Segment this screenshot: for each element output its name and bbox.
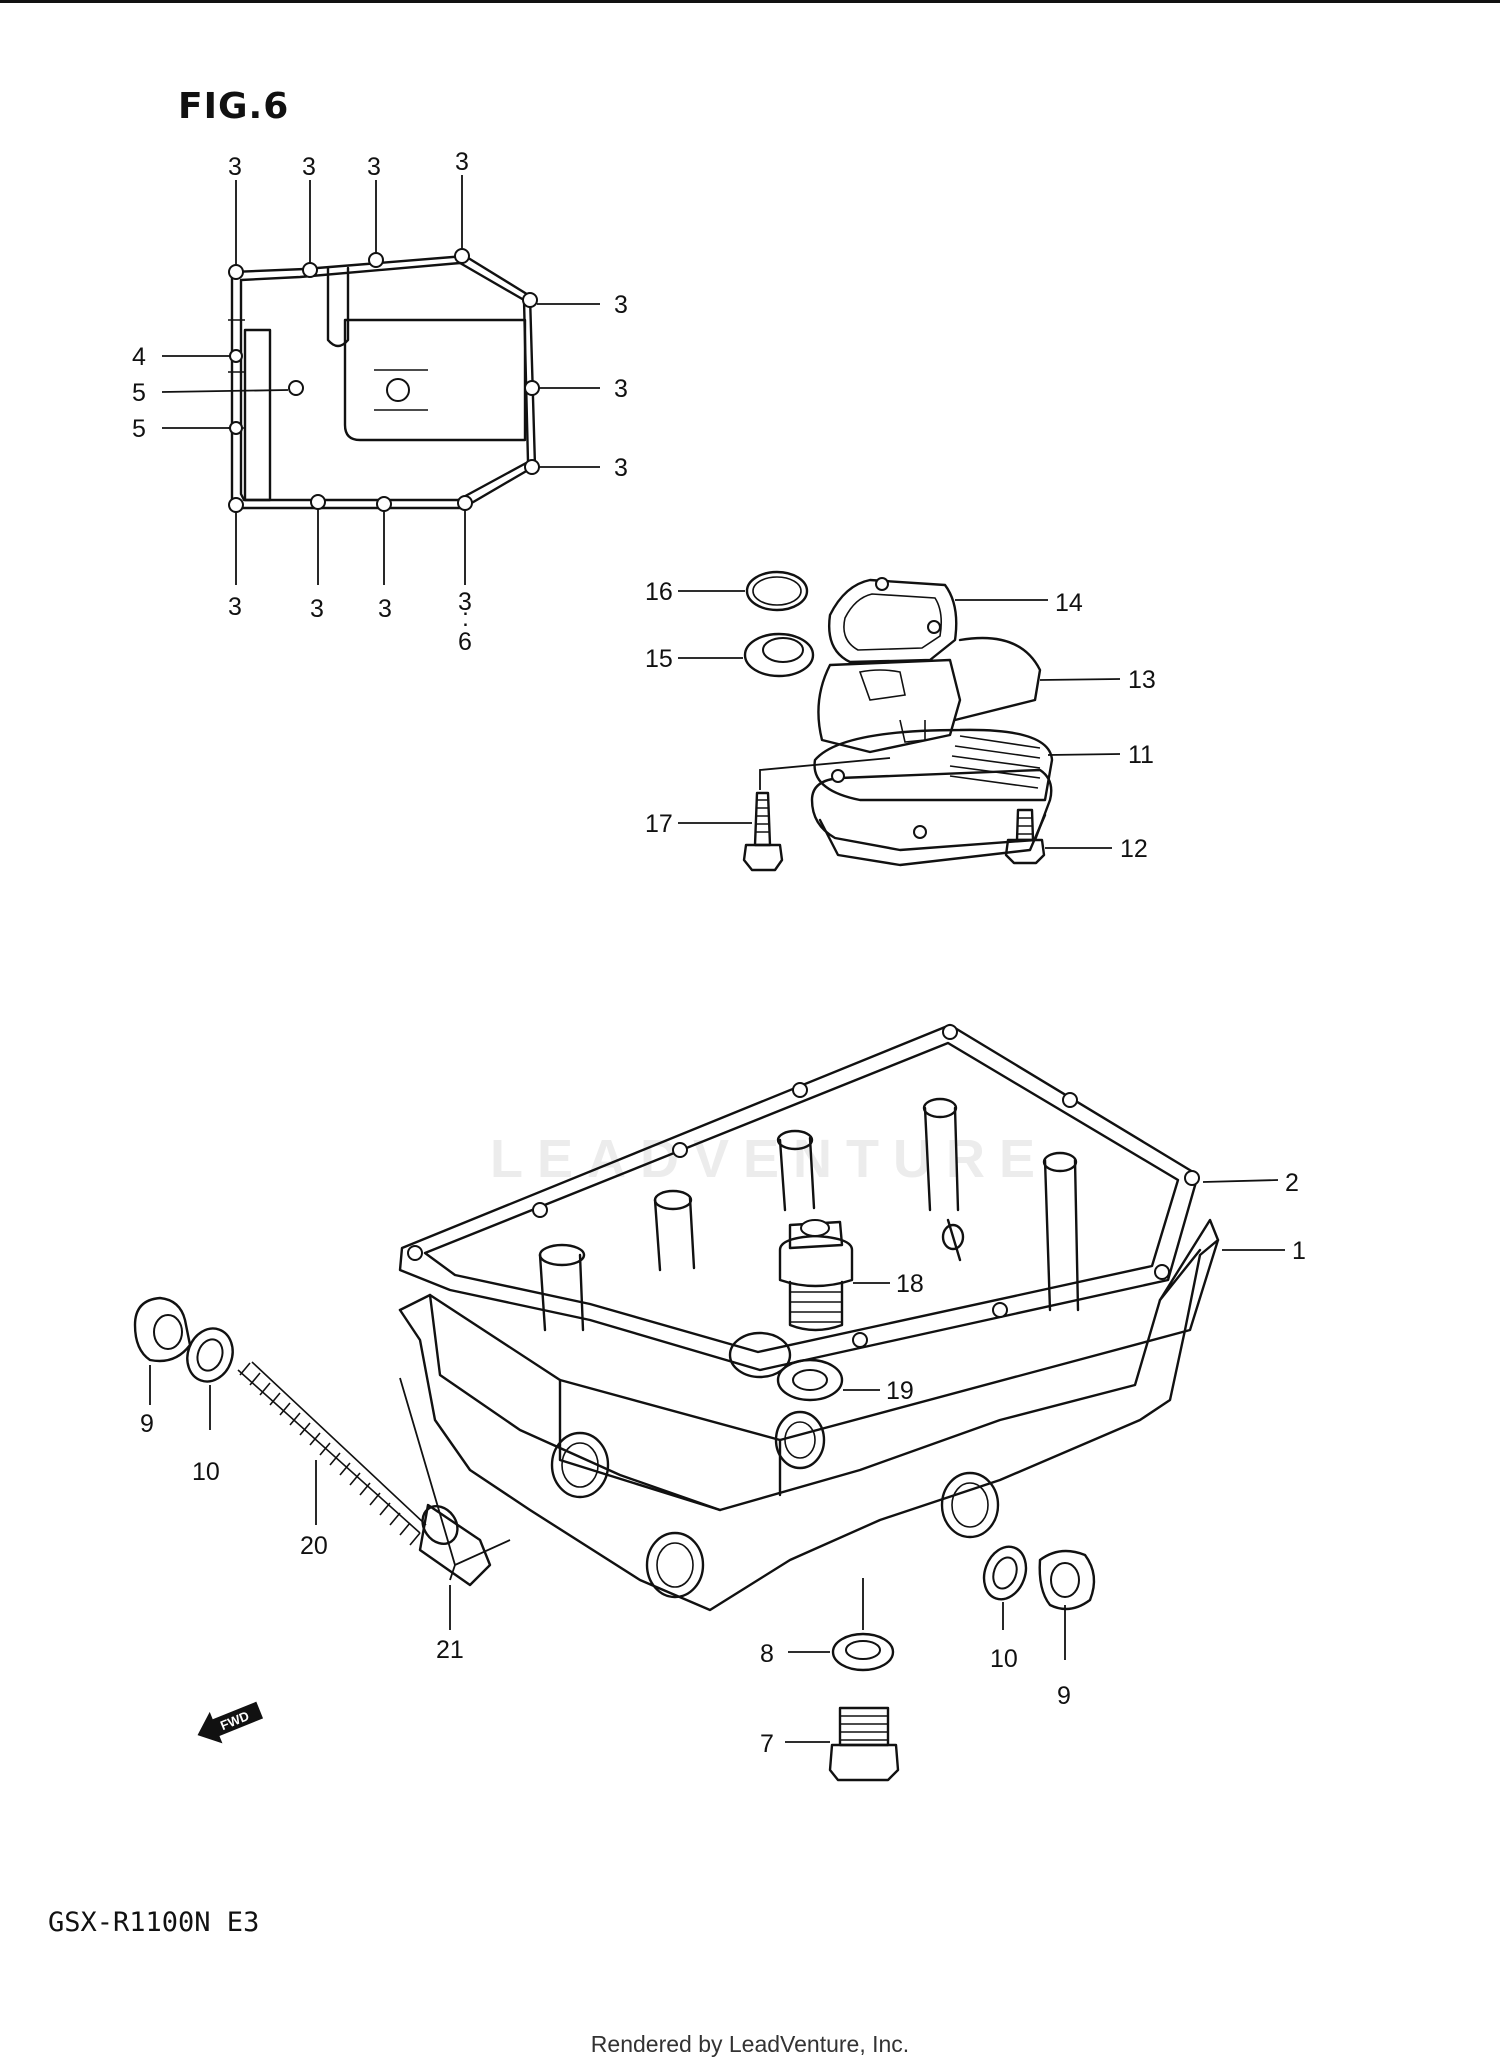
footer-rendered-by: Rendered by LeadVenture, Inc. bbox=[590, 2031, 910, 2057]
callout-21: 21 bbox=[436, 1636, 464, 1664]
callout-12: 12 bbox=[1120, 835, 1148, 863]
figure-title: FIG.6 bbox=[178, 86, 290, 127]
callout-11: 11 bbox=[1128, 741, 1154, 769]
callout-7: 7 bbox=[760, 1730, 774, 1758]
callout-9-left: 9 bbox=[140, 1410, 154, 1438]
callout-10-left: 10 bbox=[192, 1458, 220, 1486]
callout-1: 1 bbox=[1292, 1237, 1306, 1265]
callout-19: 19 bbox=[886, 1377, 914, 1405]
callout-3-bottom-c: 3 bbox=[378, 595, 392, 623]
callout-4: 4 bbox=[132, 343, 146, 371]
callout-14: 14 bbox=[1055, 589, 1083, 617]
callout-3-top-d: 3 bbox=[455, 148, 469, 176]
callout-3-top-b: 3 bbox=[302, 153, 316, 181]
gasket-plan-view: 3 3 3 3 3 3 3 3 3 3 3 : 6 4 5 5 bbox=[132, 148, 628, 656]
callout-15: 15 bbox=[645, 645, 673, 673]
callout-2: 2 bbox=[1285, 1169, 1299, 1197]
model-code-label: GSX-R1100N E3 bbox=[48, 1907, 260, 1938]
callout-3-bottom-d: 3 bbox=[458, 588, 472, 616]
callout-18: 18 bbox=[896, 1270, 924, 1298]
callout-3-right-a: 3 bbox=[614, 291, 628, 319]
callout-3-top-c: 3 bbox=[367, 153, 381, 181]
fwd-arrow-icon: FWD bbox=[197, 1701, 264, 1744]
callout-17: 17 bbox=[645, 810, 673, 838]
oil-pan-assembly: 2 1 18 19 9 10 20 21 8 7 10 9 bbox=[133, 1023, 1306, 1782]
callout-3-bottom-a: 3 bbox=[228, 593, 242, 621]
callout-3-top-a: 3 bbox=[228, 153, 242, 181]
callout-6: 6 bbox=[458, 628, 472, 656]
callout-5-b: 5 bbox=[132, 415, 146, 443]
strainer-assembly: 16 15 14 13 11 12 17 bbox=[645, 570, 1156, 872]
callout-3-bottom-b: 3 bbox=[310, 595, 324, 623]
callout-13: 13 bbox=[1128, 666, 1156, 694]
callout-dot-separator: : bbox=[462, 604, 469, 632]
callout-20: 20 bbox=[300, 1532, 328, 1560]
callout-16: 16 bbox=[645, 578, 673, 606]
callout-3-right-c: 3 bbox=[614, 454, 628, 482]
top-border-line bbox=[0, 0, 1500, 3]
callout-9-right: 9 bbox=[1057, 1682, 1071, 1710]
callout-3-right-b: 3 bbox=[614, 375, 628, 403]
callout-5-a: 5 bbox=[132, 379, 146, 407]
relief-spring bbox=[237, 1361, 427, 1546]
callout-10-right: 10 bbox=[990, 1645, 1018, 1673]
watermark-text: LEADVENTURE bbox=[490, 1129, 1050, 1189]
callout-8: 8 bbox=[760, 1640, 774, 1668]
